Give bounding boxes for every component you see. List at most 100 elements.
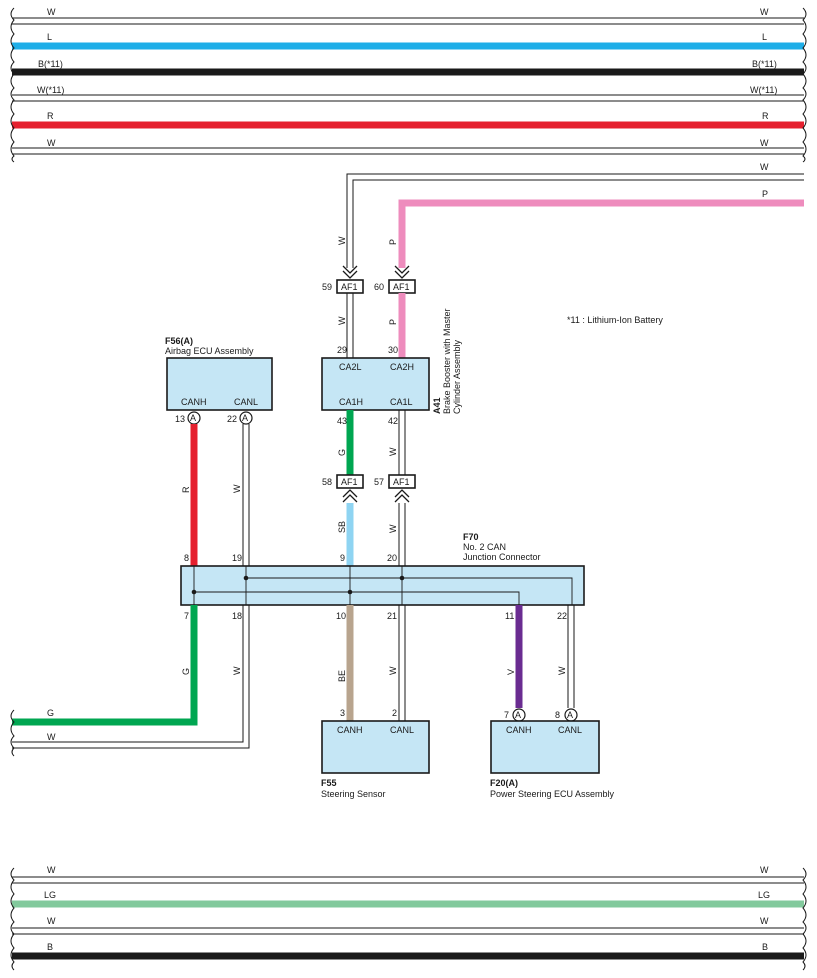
pin-number: 8 xyxy=(184,553,189,563)
top-bus-label-left: W xyxy=(47,138,56,148)
component-name: Brake Booster with Master xyxy=(442,308,452,414)
pin-number: 7 xyxy=(504,710,509,720)
top-bus-label-right: B(*11) xyxy=(752,59,777,69)
af1-label: AF1 xyxy=(393,282,410,292)
component-code: F56(A) xyxy=(165,336,193,346)
top-bus-b11: B(*11) B(*11) xyxy=(12,59,804,76)
a41-brake-booster: 29 30 CA2L CA2H CA1H CA1L 43 42 A41 Brak… xyxy=(321,308,462,426)
connector-letter: A xyxy=(242,413,248,423)
pin-label: CANL xyxy=(558,725,582,735)
wire-label-vertical: W xyxy=(388,524,398,533)
pin-number: 29 xyxy=(337,345,347,355)
right-wire-break xyxy=(802,7,807,163)
wire-label-vertical: R xyxy=(181,486,191,493)
pin-label: CANL xyxy=(234,397,258,407)
af1-label: AF1 xyxy=(393,477,410,487)
left-wire-break xyxy=(10,7,15,163)
pin-number: 22 xyxy=(557,611,567,621)
pin-number: 2 xyxy=(392,708,397,718)
af1-to-a41-wires: W P xyxy=(337,293,406,358)
pin-number: 7 xyxy=(184,611,189,621)
f55-steering-sensor: 3 2 CANH CANL F55 Steering Sensor xyxy=(321,708,430,799)
pin-number: 42 xyxy=(388,416,398,426)
bottom-bus-label-right: B xyxy=(762,942,768,952)
wire-label-vertical: P xyxy=(388,239,398,245)
pin-number: 30 xyxy=(388,345,398,355)
right-wire-label-w: W xyxy=(760,162,769,172)
component-name: Steering Sensor xyxy=(321,789,386,799)
wire-label-vertical: SB xyxy=(337,521,347,533)
top-bus-label-right: R xyxy=(762,111,769,121)
bottom-bus-label-right: W xyxy=(760,865,769,875)
bottom-bus-label-right: W xyxy=(760,916,769,926)
af1-label: AF1 xyxy=(341,282,358,292)
left-wire-break xyxy=(10,867,15,971)
connector-letter: A xyxy=(515,710,521,720)
af1-pin-number: 58 xyxy=(322,477,332,487)
wire-label-vertical: W xyxy=(557,666,567,675)
component-name: Airbag ECU Assembly xyxy=(165,346,254,356)
pin-label: CA1H xyxy=(339,397,363,407)
af1-connectors-top: AF1 59 AF1 60 xyxy=(322,279,416,294)
connector-letter: A xyxy=(567,710,573,720)
component-name: Junction Connector xyxy=(463,552,541,562)
af1-label: AF1 xyxy=(341,477,358,487)
pin-label: CA2H xyxy=(390,362,414,372)
wire-w-to-a41 xyxy=(346,173,804,268)
f70-left-exit-wires: G W G W xyxy=(10,605,250,757)
top-bus-label-right: W xyxy=(760,138,769,148)
component-code: F55 xyxy=(321,778,337,788)
pin-number: 43 xyxy=(337,416,347,426)
pin-label: CA1L xyxy=(390,397,413,407)
top-bus-label-right: W xyxy=(760,7,769,17)
top-bus-label-right: W(*11) xyxy=(750,85,777,95)
bottom-bus-lg: LG LG xyxy=(12,890,804,908)
top-bus-group: W W L L B(*11) B(*11) W(*11) W(*11) R R xyxy=(10,7,807,163)
af1-to-f70-wires: SB W xyxy=(337,503,406,566)
bottom-bus-b: B B xyxy=(12,942,804,960)
pin-number: 9 xyxy=(340,553,345,563)
f20-power-steering-ecu: A A 7 8 CANH CANL F20(A) Power Steering … xyxy=(490,708,615,799)
bottom-bus-w-2: W W xyxy=(12,916,804,935)
wire-label-vertical: W xyxy=(337,316,347,325)
wire-p-to-a41 xyxy=(398,199,804,268)
top-bus-l: L L xyxy=(12,32,804,50)
top-bus-w-2: W W xyxy=(12,138,804,155)
f56-to-f70-wires: R W xyxy=(181,424,250,566)
af1-pin-number: 59 xyxy=(322,282,332,292)
component-name: Cylinder Assembly xyxy=(452,339,462,414)
component-code: F20(A) xyxy=(490,778,518,788)
component-name: Power Steering ECU Assembly xyxy=(490,789,615,799)
top-bus-w-1: W W xyxy=(12,7,804,25)
bottom-bus-w-1: W W xyxy=(12,865,804,884)
connector-chevron xyxy=(342,265,358,279)
pin-number: 22 xyxy=(227,414,237,424)
f70-to-f55-wires: BE W xyxy=(337,605,406,721)
component-code: F70 xyxy=(463,532,479,542)
wire-label-vertical: W xyxy=(232,484,242,493)
f70-to-f20-wires: V W xyxy=(506,605,575,708)
a41-bottom-wires: G W xyxy=(337,410,406,475)
af1-pin-number: 57 xyxy=(374,477,384,487)
left-wire-label: G xyxy=(47,708,54,718)
connector-letter: A xyxy=(190,413,196,423)
pin-number: 8 xyxy=(555,710,560,720)
pin-number: 3 xyxy=(340,708,345,718)
bottom-bus-label-left: W xyxy=(47,916,56,926)
f70-junction-connector: F70 No. 2 CAN Junction Connector 8 19 9 … xyxy=(180,532,585,621)
component-code: A41 xyxy=(432,397,442,414)
wire-label-vertical: W xyxy=(388,447,398,456)
pin-label: CA2L xyxy=(339,362,362,372)
top-bus-label-left: L xyxy=(47,32,52,42)
top-bus-label-left: B(*11) xyxy=(38,59,63,69)
wire-label-vertical: W xyxy=(388,666,398,675)
wire-label-vertical: V xyxy=(506,669,516,675)
wire-label-vertical: W xyxy=(232,666,242,675)
pin-number: 21 xyxy=(387,611,397,621)
left-wire-label: W xyxy=(47,732,56,742)
pin-label: CANH xyxy=(337,725,363,735)
wire-label-vertical: W xyxy=(337,236,347,245)
bottom-bus-label-left: LG xyxy=(44,890,56,900)
bottom-bus-group: W W LG LG W W B B xyxy=(10,865,807,971)
